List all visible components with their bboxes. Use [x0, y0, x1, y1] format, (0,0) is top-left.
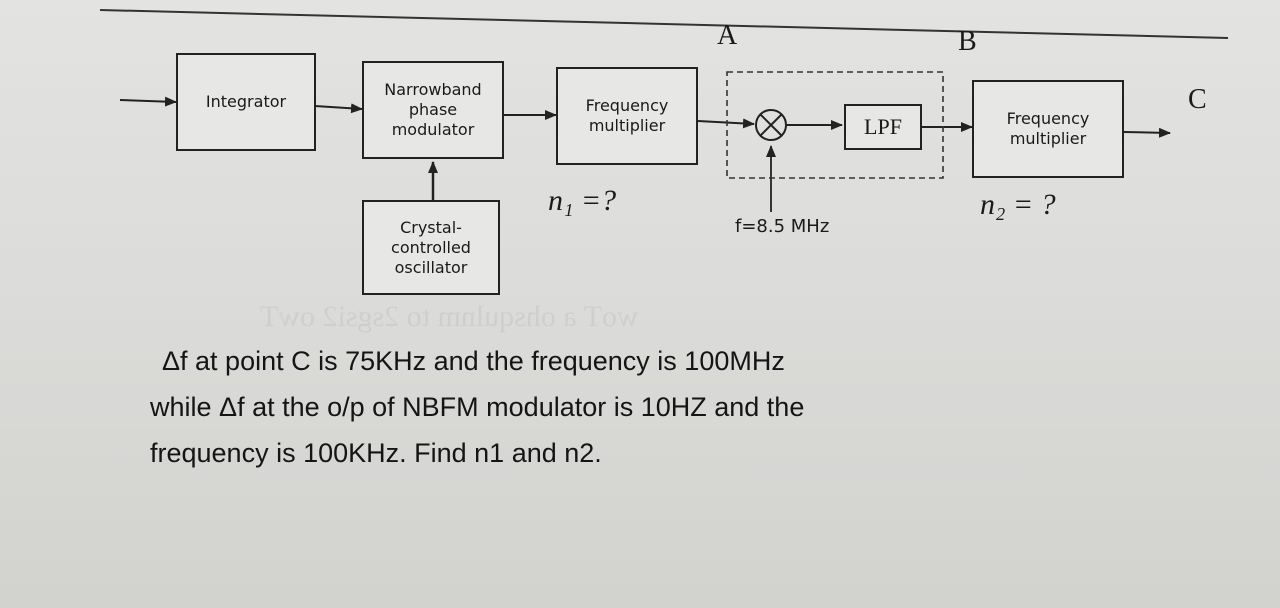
problem-statement: Δf at point C is 75KHz and the frequency… — [150, 338, 1050, 476]
problem-line-2: while Δf at the o/p of NBFM modulator is… — [150, 392, 805, 422]
mixer-circle — [755, 109, 787, 141]
arrow-multiplier-mixer — [697, 118, 755, 129]
frequency-multiplier-1-block: Frequency multiplier — [556, 67, 698, 165]
n2-label: n₂ = ? — [980, 188, 1056, 221]
top-rule — [99, 9, 1229, 39]
input-arrow — [119, 96, 177, 107]
integrator-block: Integrator — [176, 53, 316, 151]
narrowband-phase-modulator-block: Narrowband phase modulator — [362, 61, 504, 159]
lo-frequency-label: f=8.5 MHz — [735, 216, 830, 237]
problem-line-3: frequency is 100KHz. Find n1 and n2. — [150, 438, 602, 468]
point-b-label: B — [958, 26, 977, 57]
problem-line-1: Δf at point C is 75KHz and the frequency… — [162, 346, 785, 376]
output-arrow — [1123, 127, 1171, 138]
crystal-oscillator-block: Crystal- controlled oscillator — [362, 200, 500, 295]
integrator-label: Integrator — [205, 92, 287, 111]
dashed-mixer-box — [726, 71, 944, 179]
n1-label: n₁ =? — [548, 184, 617, 217]
frequency-multiplier-2-block: Frequency multiplier — [972, 80, 1124, 178]
point-a-label: A — [717, 20, 738, 51]
multiplier-2-label: Frequency multiplier — [1006, 109, 1090, 148]
oscillator-label: Crystal- controlled oscillator — [391, 217, 471, 277]
lpf-label: LPF — [864, 114, 902, 139]
mixer-cross-2 — [759, 113, 783, 137]
modulator-label: Narrowband phase modulator — [384, 80, 482, 139]
arrow-integrator-modulator — [314, 103, 363, 114]
lpf-block: LPF — [844, 104, 922, 150]
point-c-label: C — [1188, 84, 1207, 115]
multiplier-1-label: Frequency multiplier — [585, 96, 669, 135]
